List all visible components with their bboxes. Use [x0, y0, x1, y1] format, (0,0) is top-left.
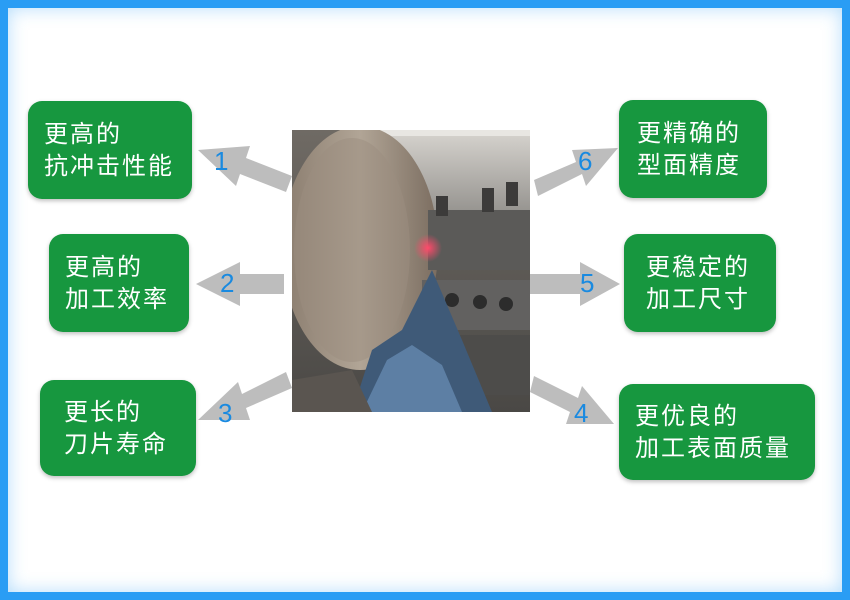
number-5: 5	[580, 268, 595, 298]
number-1: 1	[214, 146, 229, 176]
benefit-box-6: 更精确的 型面精度	[619, 100, 767, 198]
benefit-3-line-2: 刀片寿命	[64, 430, 168, 458]
benefit-5-line-1: 更稳定的	[646, 253, 750, 281]
benefit-4-line-1: 更优良的	[635, 402, 739, 430]
benefit-5-line-2: 加工尺寸	[646, 285, 750, 313]
arrow-5	[530, 262, 620, 306]
benefit-4-line-2: 加工表面质量	[635, 434, 791, 462]
benefit-box-4: 更优良的 加工表面质量	[619, 384, 815, 480]
lathe-machining-photo	[292, 130, 530, 412]
arrow-2	[196, 262, 284, 306]
arrow-3	[198, 372, 292, 420]
benefit-box-3: 更长的 刀片寿命	[40, 380, 196, 476]
benefit-6-line-1: 更精确的	[637, 119, 741, 147]
benefit-box-2: 更高的 加工效率	[49, 234, 189, 332]
benefit-1-line-2: 抗冲击性能	[44, 152, 174, 180]
benefit-3-line-1: 更长的	[64, 398, 142, 426]
benefit-6-line-2: 型面精度	[637, 151, 741, 179]
number-4: 4	[574, 398, 589, 428]
benefit-2-line-2: 加工效率	[65, 285, 169, 313]
number-6: 6	[578, 146, 593, 176]
number-3: 3	[218, 398, 233, 428]
benefit-2-line-1: 更高的	[65, 253, 143, 281]
arrow-4	[530, 376, 614, 424]
arrow-1	[198, 146, 292, 192]
lathe-machining-illustration	[292, 130, 530, 412]
arrow-6	[534, 148, 618, 196]
benefit-1-line-1: 更高的	[44, 120, 122, 148]
benefit-box-1: 更高的 抗冲击性能	[28, 101, 192, 199]
benefit-box-5: 更稳定的 加工尺寸	[624, 234, 776, 332]
number-2: 2	[220, 268, 235, 298]
